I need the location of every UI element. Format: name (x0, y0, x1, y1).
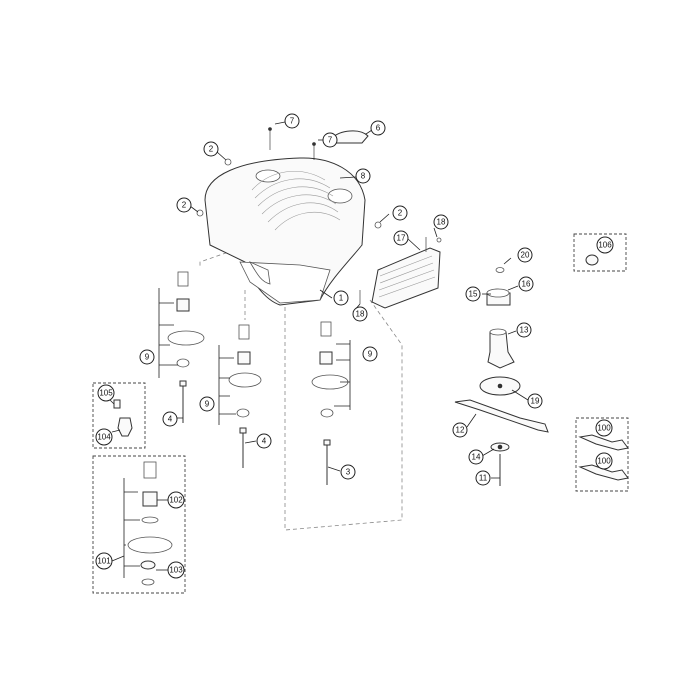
kit-box-101 (92, 455, 186, 594)
cover-plate-part (331, 130, 369, 144)
svg-text:7: 7 (290, 117, 295, 126)
callout-2c: 2 (392, 205, 408, 221)
callout-6: 6 (370, 120, 386, 136)
deflector-part (371, 237, 441, 309)
svg-text:100: 100 (597, 457, 611, 466)
svg-text:6: 6 (376, 124, 381, 133)
callout-103: 103 (167, 561, 185, 579)
callout-105: 105 (97, 384, 115, 402)
svg-text:15: 15 (469, 290, 478, 299)
blade-assembly (454, 267, 549, 486)
callout-17: 17 (393, 230, 409, 246)
callout-7b: 7 (322, 132, 338, 148)
svg-text:18: 18 (356, 310, 365, 319)
callout-4a: 4 (162, 411, 178, 427)
callout-14: 14 (468, 449, 484, 465)
callout-9b: 9 (199, 396, 215, 412)
svg-text:3: 3 (346, 468, 351, 477)
svg-text:17: 17 (397, 234, 406, 243)
callout-labels: 7 7 6 2 8 2 2 18 17 106 20 1 18 15 16 13… (95, 113, 614, 579)
callout-7a: 7 (284, 113, 300, 129)
callout-18a: 18 (433, 214, 449, 230)
svg-text:8: 8 (361, 172, 366, 181)
svg-text:14: 14 (472, 453, 481, 462)
svg-text:18: 18 (437, 218, 446, 227)
callout-100b: 100 (595, 452, 613, 470)
callout-13: 13 (516, 322, 532, 338)
nuts-2 (196, 158, 382, 229)
svg-text:101: 101 (97, 557, 111, 566)
middle-left-bolt-assembly (218, 324, 262, 468)
svg-text:7: 7 (328, 136, 333, 145)
callout-100a: 100 (595, 419, 613, 437)
engine-cover-part (204, 157, 366, 306)
callout-9c: 9 (362, 346, 378, 362)
svg-text:104: 104 (97, 433, 111, 442)
callout-20: 20 (517, 247, 533, 263)
svg-text:4: 4 (262, 437, 267, 446)
callout-16: 16 (518, 276, 534, 292)
middle-right-bolt-assembly (311, 321, 351, 485)
svg-text:11: 11 (479, 474, 488, 483)
left-bolt-assembly (158, 271, 205, 423)
callout-2a: 2 (203, 141, 219, 157)
callout-19: 19 (527, 393, 543, 409)
svg-text:12: 12 (456, 426, 465, 435)
callout-8: 8 (355, 168, 371, 184)
svg-text:16: 16 (522, 280, 531, 289)
small-parts-104-105 (113, 399, 133, 437)
callout-18b: 18 (352, 306, 368, 322)
svg-text:106: 106 (598, 241, 612, 250)
callout-1: 1 (333, 290, 349, 306)
kit-101-parts (123, 461, 173, 586)
svg-text:20: 20 (521, 251, 530, 260)
screws-7 (268, 127, 316, 160)
callout-15: 15 (465, 286, 481, 302)
svg-text:9: 9 (368, 350, 373, 359)
svg-text:102: 102 (169, 496, 183, 505)
svg-text:9: 9 (145, 353, 150, 362)
svg-text:105: 105 (99, 389, 113, 398)
svg-text:2: 2 (182, 201, 187, 210)
svg-text:9: 9 (205, 400, 210, 409)
callout-2b: 2 (176, 197, 192, 213)
grease-part-106 (585, 254, 599, 266)
kit-box-106 (573, 233, 627, 272)
svg-text:4: 4 (168, 415, 173, 424)
callout-101: 101 (95, 552, 113, 570)
callout-102: 102 (167, 491, 185, 509)
callout-12: 12 (452, 422, 468, 438)
small-pin-18 (436, 237, 442, 243)
svg-text:100: 100 (597, 424, 611, 433)
svg-text:103: 103 (169, 566, 183, 575)
svg-text:1: 1 (339, 294, 344, 303)
svg-text:13: 13 (520, 326, 529, 335)
callout-11: 11 (475, 470, 491, 486)
callout-9a: 9 (139, 349, 155, 365)
svg-text:19: 19 (531, 397, 540, 406)
callout-104: 104 (95, 428, 113, 446)
callout-106: 106 (596, 236, 614, 254)
svg-text:2: 2 (398, 209, 403, 218)
callout-4b: 4 (256, 433, 272, 449)
callout-3: 3 (340, 464, 356, 480)
svg-text:2: 2 (209, 145, 214, 154)
blade-variants-100 (578, 434, 629, 481)
kit-box-104-105 (92, 382, 146, 449)
blade-variants-box-100 (575, 417, 629, 492)
